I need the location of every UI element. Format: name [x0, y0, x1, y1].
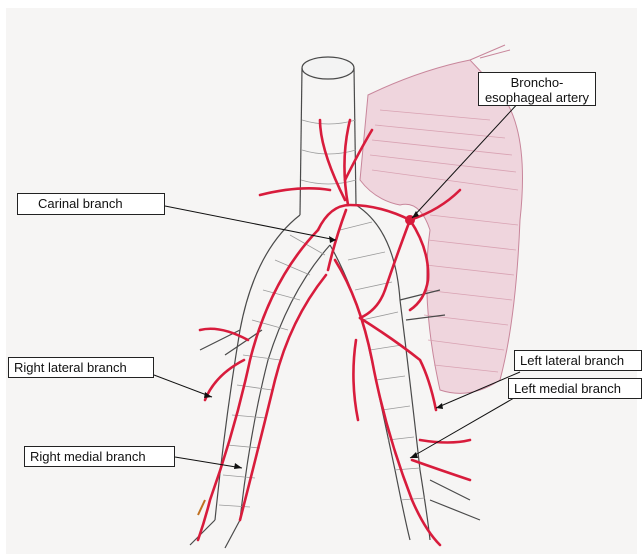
label-left-medial-branch: Left medial branch	[508, 378, 642, 399]
label-carinal-branch: Carinal branch	[17, 193, 165, 215]
label-left-lateral-branch: Left lateral branch	[514, 350, 642, 371]
label-right-medial-branch: Right medial branch	[24, 446, 175, 467]
label-right-lateral-branch: Right lateral branch	[8, 357, 154, 378]
label-broncho-esophageal-artery: Broncho-esophageal artery	[478, 72, 596, 106]
